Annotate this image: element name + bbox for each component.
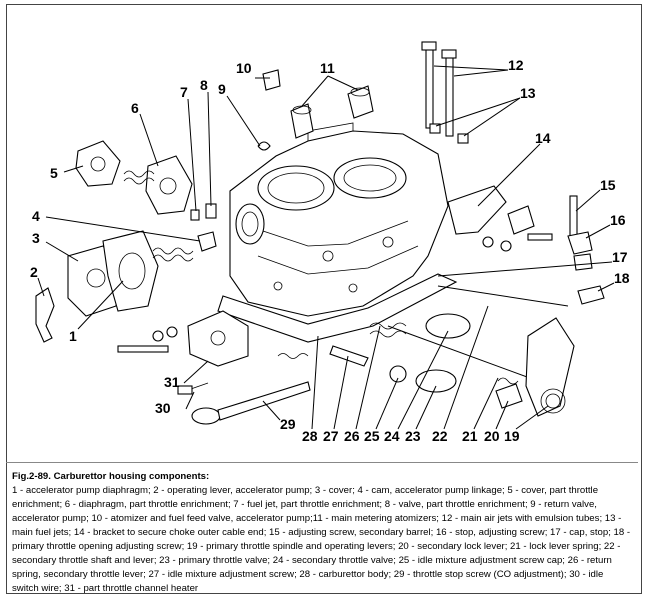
spring-small	[277, 353, 309, 359]
screw-long	[117, 345, 169, 353]
main-metering-atomizers	[290, 85, 374, 139]
pump-atomizer	[262, 69, 281, 91]
washer-small-2	[166, 326, 178, 338]
callout-4: 4	[32, 208, 40, 224]
callout-11: 11	[320, 60, 335, 76]
callout-31: 31	[164, 374, 180, 390]
callout-15: 15	[600, 177, 616, 193]
callout-3: 3	[32, 230, 40, 246]
caption-divider	[6, 462, 638, 463]
lock-lever-spring	[497, 377, 519, 385]
idle-mixture-screw	[329, 345, 369, 367]
pump-spring	[152, 247, 194, 262]
callout-5: 5	[50, 165, 58, 181]
callout-18: 18	[614, 270, 630, 286]
washer-small	[152, 330, 164, 342]
callout-29: 29	[280, 416, 296, 432]
callout-2: 2	[30, 264, 38, 280]
callout-16: 16	[610, 212, 626, 228]
callout-12: 12	[508, 57, 524, 73]
adjusting-screw	[569, 195, 578, 237]
washer	[500, 240, 512, 252]
screw	[527, 233, 553, 241]
return-spring-2	[369, 330, 407, 338]
screw-stop	[567, 231, 593, 255]
main-fuel-jets	[429, 123, 469, 144]
operating-lever	[35, 287, 55, 343]
callout-7: 7	[180, 84, 188, 100]
idle-screw-cap	[389, 365, 407, 383]
enrichment-cover	[75, 140, 121, 187]
choke-cable-bracket	[447, 185, 507, 235]
carburettor-body	[217, 122, 458, 343]
callout-26: 26	[344, 428, 360, 444]
callout-labels: 1 2 3 4 5 6 7 8 9 10 11 12 13 14 15 16 1…	[30, 57, 630, 444]
enrichment-spring	[123, 170, 155, 185]
channel-heater	[187, 310, 249, 367]
main-air-jets	[421, 41, 457, 137]
pump-cam	[197, 231, 217, 252]
throttle-stop-screw	[191, 381, 311, 425]
callout-19: 19	[504, 428, 520, 444]
return-valve	[257, 141, 271, 151]
callout-13: 13	[520, 85, 536, 101]
bracket-clip	[507, 205, 535, 235]
leader-lines	[37, 65, 615, 430]
callout-22: 22	[432, 428, 448, 444]
figure-caption: Fig.2-89. Carburettor housing components…	[6, 462, 638, 596]
secondary-throttle-valve	[415, 369, 457, 393]
callout-10: 10	[236, 60, 252, 76]
throttle-opening-screw	[577, 285, 605, 305]
callout-14: 14	[535, 130, 551, 146]
return-spring	[369, 322, 407, 330]
primary-throttle-spindle	[387, 317, 575, 417]
callout-17: 17	[612, 249, 628, 265]
primary-throttle-valve	[425, 313, 471, 339]
callout-20: 20	[484, 428, 500, 444]
secondary-throttle-shaft	[437, 285, 569, 307]
figure-legend: 1 - accelerator pump diaphragm; 2 - oper…	[12, 485, 631, 594]
callout-23: 23	[405, 428, 421, 444]
switch-wire-end	[177, 385, 193, 395]
callout-9: 9	[218, 81, 226, 97]
enrichment-valve	[205, 203, 217, 219]
callout-24: 24	[384, 428, 400, 444]
fuel-jet	[190, 209, 200, 221]
callout-8: 8	[200, 77, 208, 93]
callout-25: 25	[364, 428, 380, 444]
callout-28: 28	[302, 428, 318, 444]
accelerator-pump-diaphragm	[102, 230, 159, 312]
enrichment-diaphragm	[145, 155, 193, 215]
callout-27: 27	[323, 428, 339, 444]
callout-6: 6	[131, 100, 139, 116]
figure-heading: Fig.2-89. Carburettor housing components…	[12, 471, 210, 482]
callout-30: 30	[155, 400, 171, 416]
stop-cap	[573, 253, 593, 271]
carburettor-exploded-diagram: 1 2 3 4 5 6 7 8 9 10 11 12 13 14 15 16 1…	[30, 41, 630, 444]
secondary-lock-lever	[495, 383, 523, 409]
washer	[482, 236, 494, 248]
callout-1: 1	[69, 328, 77, 344]
callout-21: 21	[462, 428, 478, 444]
